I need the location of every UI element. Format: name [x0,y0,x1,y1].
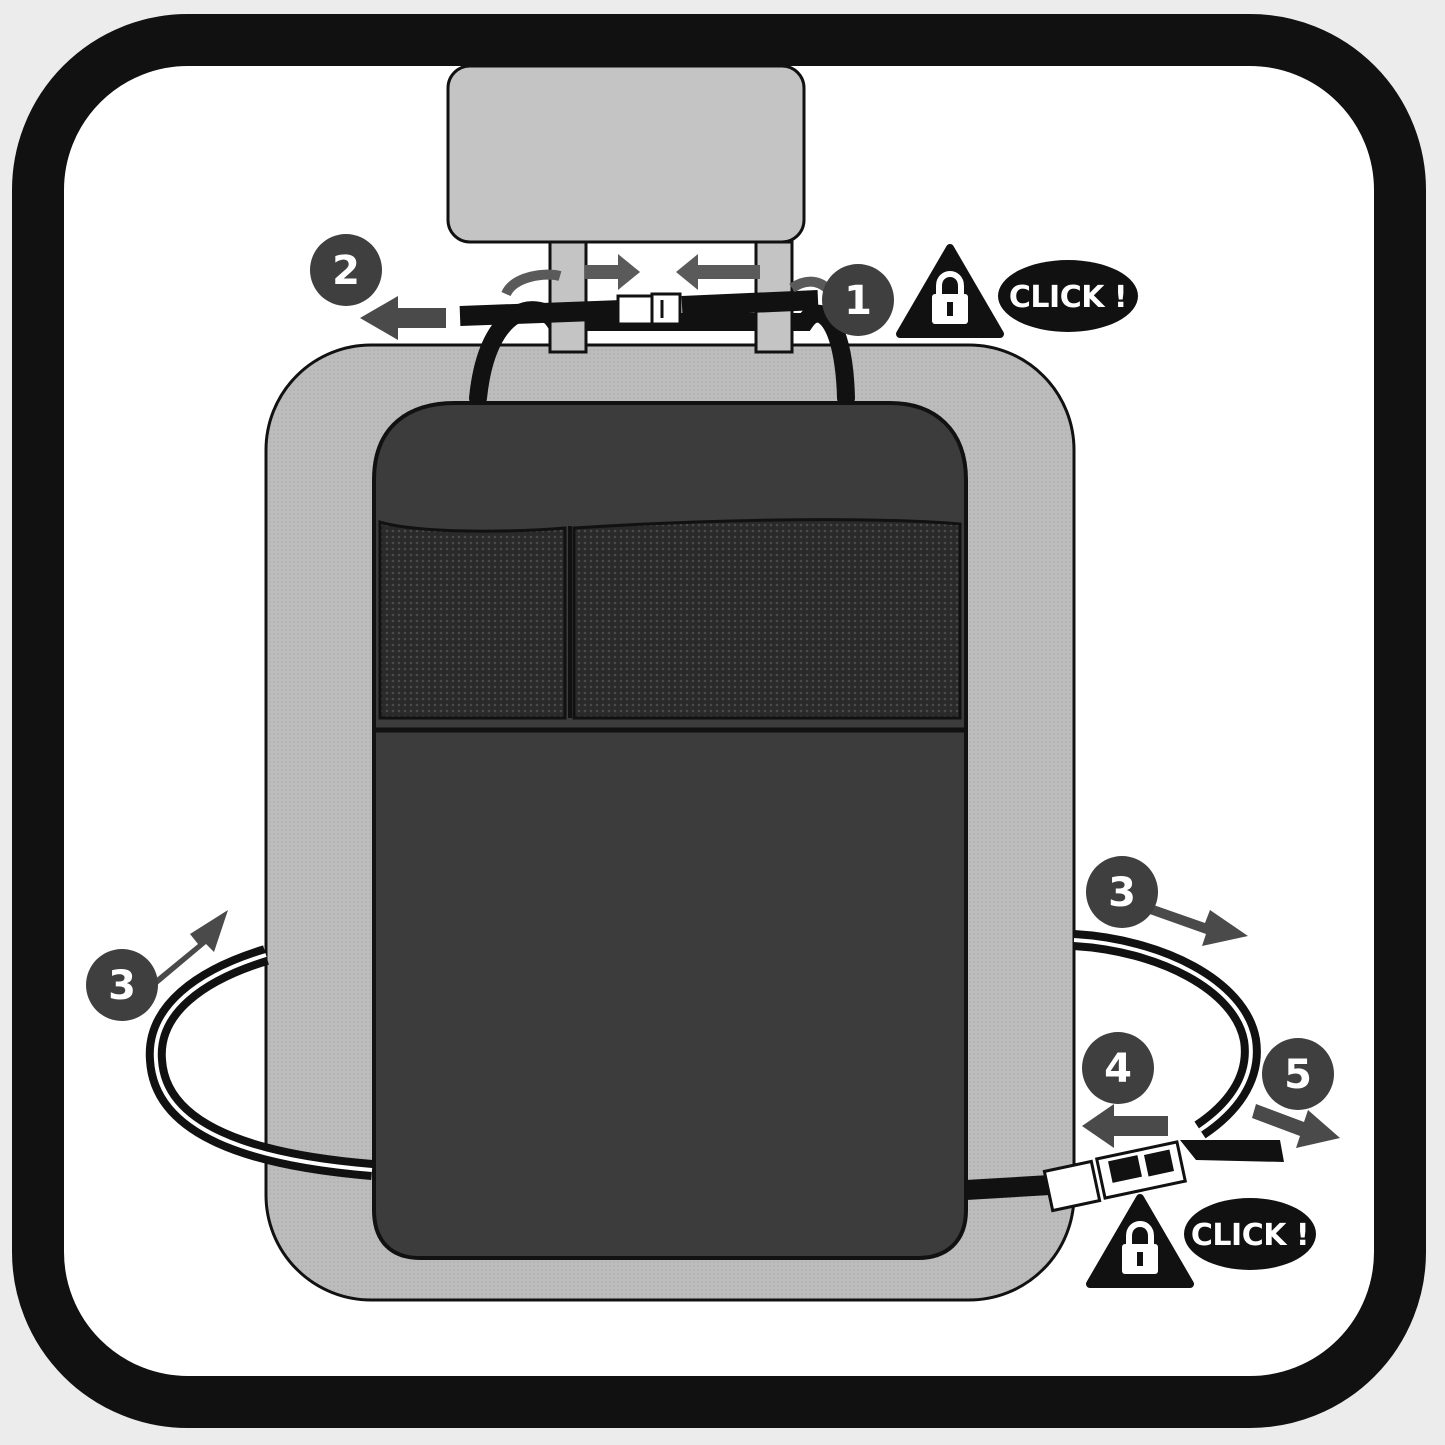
arrow-icon [1144,902,1248,946]
mesh-pocket-right [572,518,962,720]
arrow-icon [1082,1104,1168,1148]
svg-text:5: 5 [1284,1052,1312,1098]
bottom-strap-right-inner [1073,938,1253,1132]
curve-arrow-top-left [501,269,562,297]
svg-text:3: 3 [108,963,136,1009]
svg-text:4: 4 [1104,1046,1132,1092]
bottom-strap-left-inner [153,953,373,1172]
buckle-icon [1042,1140,1188,1213]
click-badge-bottom: CLICK ! [1184,1198,1316,1270]
arrow-icon [148,910,228,986]
headrest-post-left [548,240,588,354]
lock-warning-icon [1086,1194,1194,1288]
arrow-icon [1252,1104,1340,1148]
top-strap [459,290,819,326]
lock-warning-icon [896,244,1004,338]
svg-text:2: 2 [332,248,360,294]
arrow-icon [585,254,640,290]
click-badge-top: CLICK ! [998,260,1138,332]
step-badge-5: 5 [1262,1038,1334,1110]
step-badge-3-left: 3 [86,949,158,1021]
step-badge-3-right: 3 [1086,856,1158,928]
bottom-strap-end [1180,1140,1284,1162]
step-badge-2: 2 [310,234,382,306]
step-badge-1: 1 [822,264,894,336]
headrest [446,64,806,244]
arrow-icon [676,254,760,290]
arrow-icon [360,296,446,340]
svg-text:3: 3 [1108,870,1136,916]
bottom-strap-front [965,1175,1051,1200]
mesh-pocket-left [378,519,567,720]
buckle-icon [616,292,682,326]
svg-text:CLICK !: CLICK ! [1191,1218,1309,1253]
svg-text:CLICK !: CLICK ! [1009,280,1127,315]
step-badge-4: 4 [1082,1032,1154,1104]
svg-text:1: 1 [844,278,872,324]
